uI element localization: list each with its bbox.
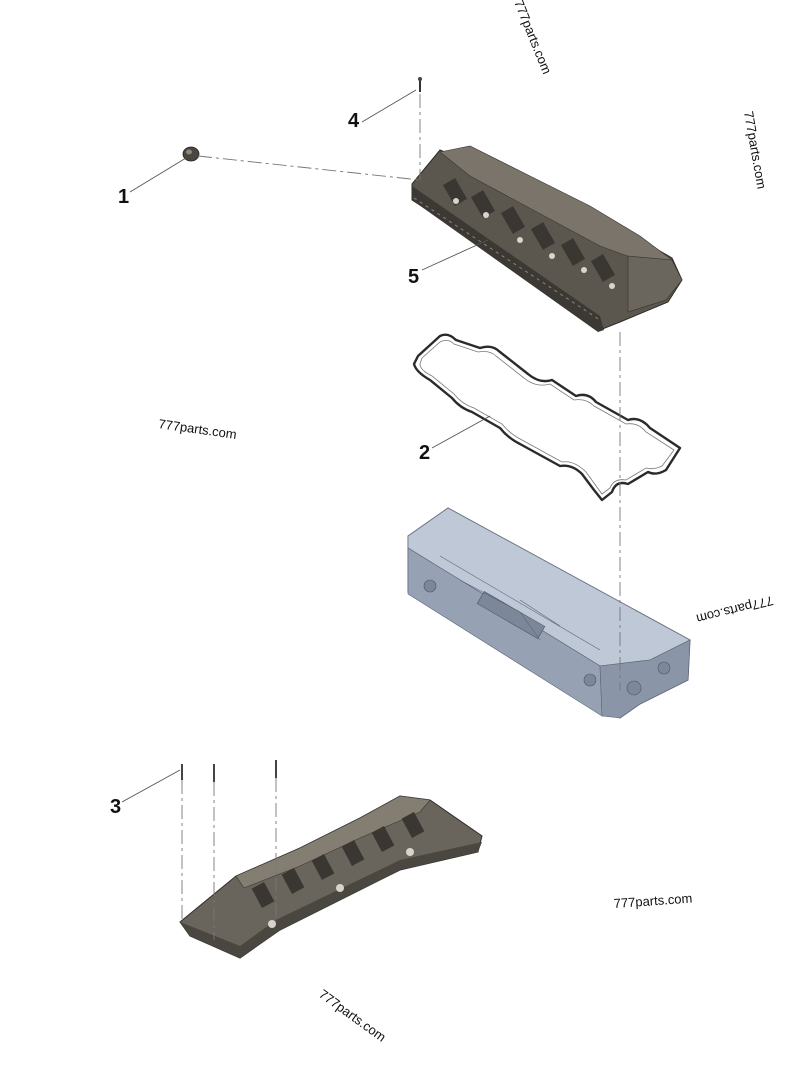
valve-cover-upper — [411, 145, 683, 332]
bolt-small — [418, 77, 422, 92]
watermark-right-mid: 777parts.com — [695, 593, 775, 627]
watermark-right-top: 777parts.com — [741, 110, 769, 190]
watermark-bottom: 777parts.com — [316, 986, 389, 1044]
cylinder-head — [407, 507, 691, 719]
valve-cover-lower — [179, 795, 483, 959]
oil-filler-cap — [182, 146, 200, 162]
studs — [181, 760, 277, 782]
assembly-lines — [181, 94, 621, 940]
valve-cover-gasket — [412, 333, 682, 502]
callout-2: 2 — [419, 442, 430, 464]
leader-lines — [121, 89, 491, 803]
callout-4: 4 — [348, 110, 360, 132]
callout-5: 5 — [408, 266, 419, 288]
watermark-top: 777parts.com — [511, 0, 554, 76]
callout-3: 3 — [110, 796, 121, 818]
watermark-left: 777parts.com — [158, 416, 238, 442]
watermark-right-bottom: 777parts.com — [613, 891, 693, 911]
callout-1: 1 — [118, 186, 129, 208]
